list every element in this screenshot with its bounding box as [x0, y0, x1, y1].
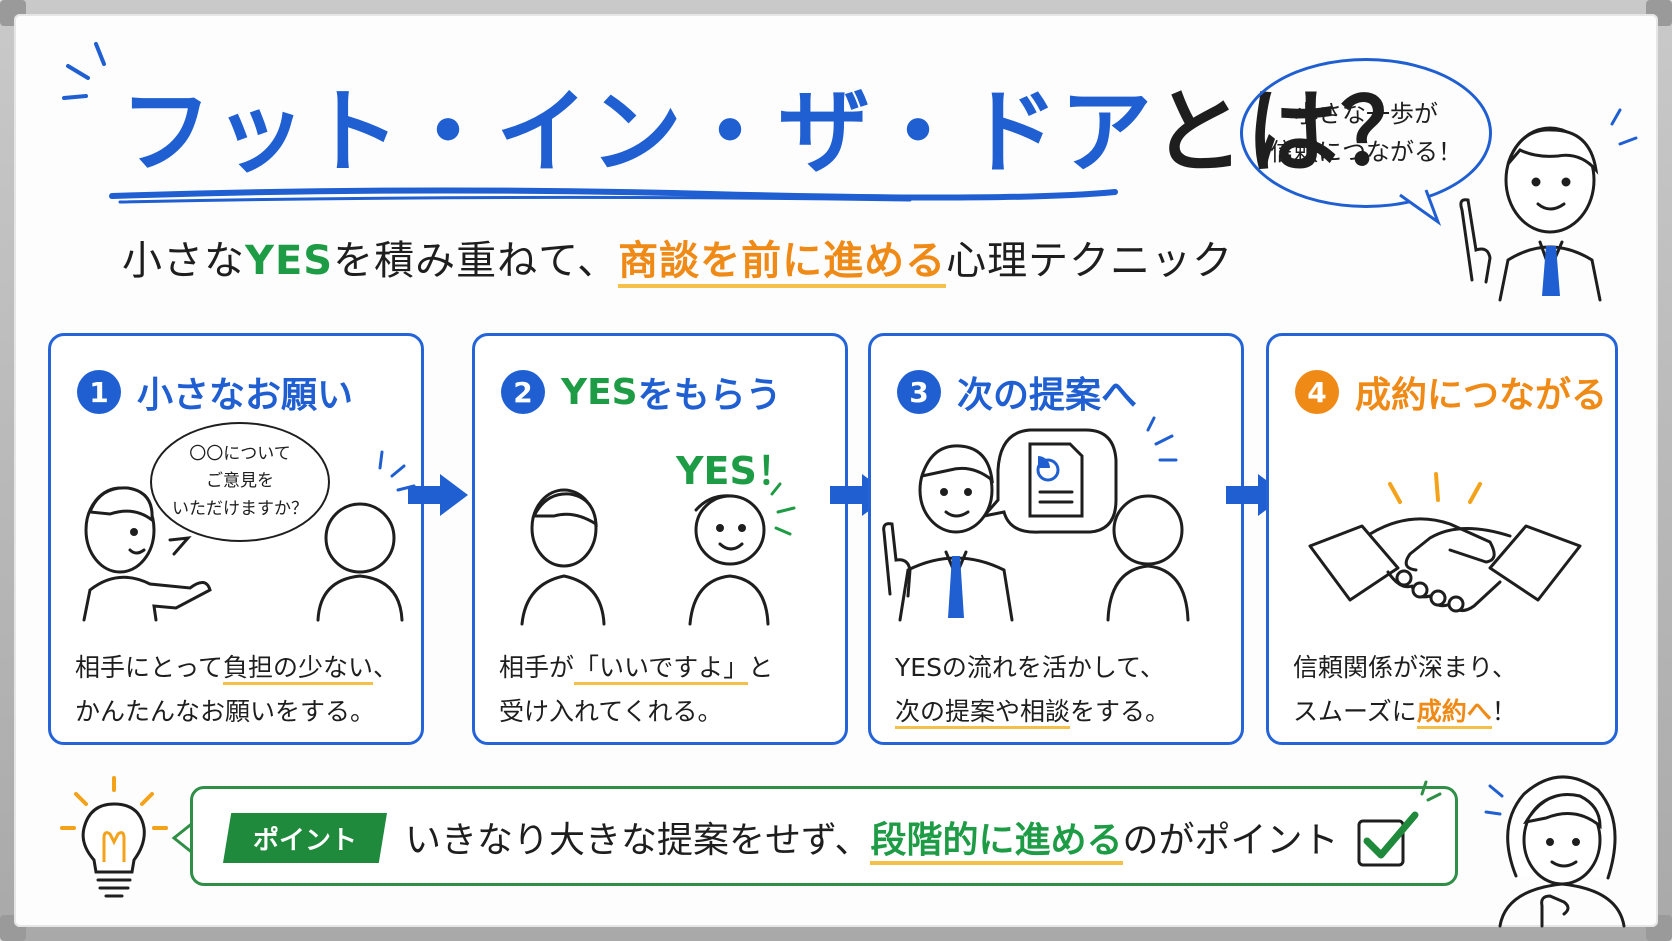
handshake-icon [1308, 472, 1582, 613]
checkbox-checked-icon [1357, 811, 1419, 867]
step-3-desc-line-1: YESの流れを活かして、 [895, 653, 1165, 682]
arrow-right-icon [408, 474, 468, 516]
step-3-header: 3 次の提案へ [897, 366, 1137, 418]
step-1-desc-c: 、 [373, 653, 399, 682]
speech-bubble-tail-icon [1399, 189, 1442, 227]
speech-top-line-2: 信頼につながる！ [1270, 138, 1462, 166]
sparkle-lines-icon [62, 42, 106, 100]
subtitle-yes: YES [245, 238, 334, 284]
step-4-title: 成約につながる [1355, 375, 1608, 416]
step-2-title: をもらう [637, 375, 782, 416]
step-1-header: 1 小さなお願い [77, 366, 353, 418]
sparkle-lines-icon [1420, 780, 1442, 802]
step-3-desc-a: 次の提案や相談 [895, 696, 1071, 729]
step-card-3: 3 次の提案へ YESの流れを活かして、 次の提案や相談をする。 [868, 333, 1244, 745]
step-card-1: 1 小さなお願い 相手にとって負担の少ない、 かんたんなお願いをする。 [48, 333, 424, 745]
step-number-badge: 4 [1295, 370, 1339, 414]
subtitle-highlight: 商談を前に進める [618, 238, 947, 288]
point-highlight: 段階的に進める [870, 820, 1123, 865]
step-number-badge: 3 [897, 370, 941, 414]
step-4-desc-c: ！ [1491, 696, 1517, 726]
step-4-header: 4 成約につながる [1295, 366, 1607, 418]
step-1-desc-a: 相手にとって [75, 653, 224, 682]
step-4-desc-line-1: 信頼関係が深まり、 [1293, 653, 1518, 682]
yes-exclaim-label: YES！ [676, 449, 795, 493]
point-text: いきなり大きな提案をせず、段階的に進めるのがポイント [405, 811, 1339, 865]
point-tag: ポイント [223, 813, 387, 863]
speech-line-3: いただけますか？ [172, 498, 308, 519]
subtitle: 小さなYESを積み重ねて、商談を前に進める心理テクニック [122, 228, 1234, 288]
step-number-badge: 2 [501, 370, 545, 414]
step-4-desc-a: スムーズに [1293, 696, 1417, 726]
step-2-desc-line-2: 受け入れてくれる。 [499, 696, 723, 726]
point-text-part-1: いきなり大きな提案をせず、 [405, 820, 871, 861]
step-4-description: 信頼関係が深まり、 スムーズに成約へ！ [1293, 646, 1633, 734]
presenter-man-icon [1459, 108, 1638, 302]
step-2-desc-c: と [748, 653, 774, 682]
page-title: フット・イン・ザ・ドアとは？ [120, 58, 1434, 191]
subtitle-part-1: 小さな [122, 238, 245, 284]
lightbulb-icon [60, 776, 168, 898]
step-4-desc-b: 成約へ [1416, 696, 1492, 729]
step-1-description: 相手にとって負担の少ない、 かんたんなお願いをする。 [75, 646, 415, 734]
step-2-desc-b: 「いいですよ」 [574, 653, 749, 685]
step-1-title: 小さなお願い [137, 375, 354, 416]
step-2-description: 相手が「いいですよ」と 受け入れてくれる。 [499, 646, 839, 734]
step-3-desc-b: をする。 [1070, 696, 1171, 726]
woman-icon [1484, 775, 1626, 928]
point-box-tail-icon [171, 820, 195, 856]
speech-line-2: ご意見を [206, 471, 274, 492]
speech-bubble-top: 小さな一歩が 信頼につながる！ [1240, 58, 1492, 208]
step-1-desc-b: 負担の少ない [223, 653, 374, 685]
title-main: フット・イン・ザ・ドア [120, 79, 1153, 186]
step-1-desc-line-2: かんたんなお願いをする。 [75, 696, 376, 726]
speech-line-1: 〇〇について [189, 444, 291, 465]
step-2-desc-a: 相手が [499, 653, 575, 682]
step-3-title: 次の提案へ [957, 375, 1138, 416]
step-2-title-yes: YES [561, 371, 638, 413]
subtitle-part-2: を積み重ねて、 [333, 238, 619, 284]
step-3-proposal-icon [882, 416, 1190, 622]
point-box: ポイント いきなり大きな提案をせず、段階的に進めるのがポイント [190, 786, 1458, 886]
title-underline [109, 187, 1118, 204]
step-1-speech-bubble: 〇〇について ご意見を いただけますか？ [150, 422, 330, 542]
point-text-part-2: のがポイント [1122, 820, 1339, 861]
speech-top-line-1: 小さな一歩が [1294, 99, 1438, 128]
subtitle-part-3: 心理テクニック [946, 238, 1234, 284]
step-1-people-icon [82, 450, 416, 622]
step-3-description: YESの流れを活かして、 次の提案や相談をする。 [895, 646, 1235, 734]
step-number-badge: 1 [77, 370, 121, 414]
step-2-people-icon [520, 482, 796, 626]
